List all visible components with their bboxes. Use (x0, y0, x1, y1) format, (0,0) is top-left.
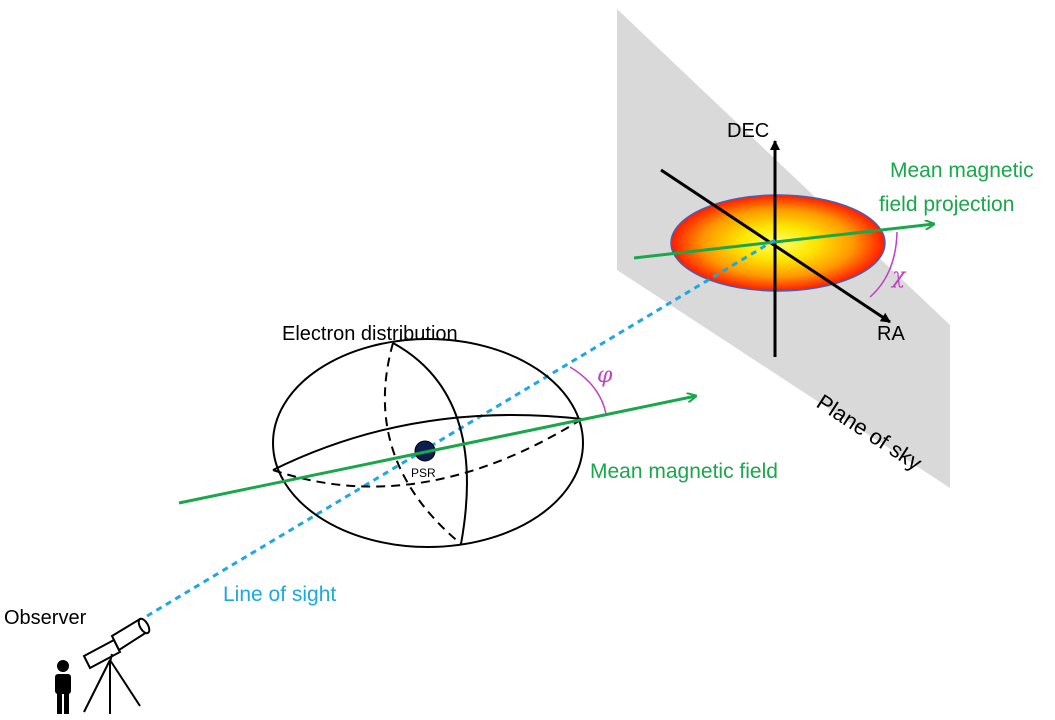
ra-label: RA (877, 323, 905, 345)
chi-angle-arc (869, 231, 898, 298)
psr-label: PSR (411, 466, 436, 480)
projection-label-line2: field projection (879, 193, 1014, 216)
telescope-icon (82, 617, 151, 714)
phi-label: φ (597, 363, 613, 388)
mean-field-arrow (178, 396, 696, 505)
line-of-sight-label: Line of sight (223, 583, 336, 606)
dec-label: DEC (727, 120, 769, 142)
observer-label: Observer (4, 607, 87, 629)
chi-label: χ (890, 264, 907, 289)
phi-angle-arc (569, 366, 607, 415)
person-icon (55, 660, 71, 714)
electron-distribution-ellipsoid (272, 338, 584, 548)
projected-field-arrow (633, 224, 934, 260)
electron-distribution-label: Electron distribution (282, 323, 458, 345)
projection-label-line1: Mean magnetic (890, 159, 1034, 182)
mean-field-label: Mean magnetic field (590, 460, 778, 483)
